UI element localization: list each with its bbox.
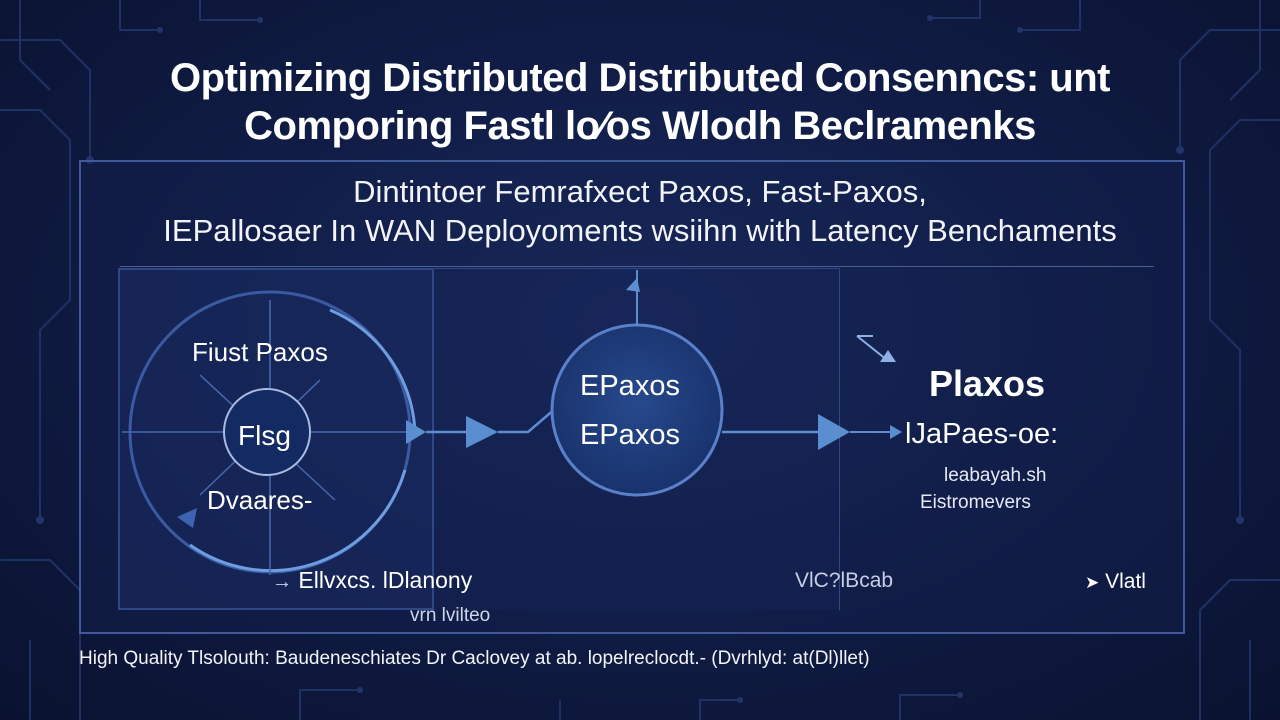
legend-pointer-icon: ➤: [1085, 573, 1100, 592]
center-node-label: Flsg: [238, 420, 291, 451]
title-line-1: Optimizing Distributed Distributed Conse…: [170, 56, 1110, 100]
paxos-note-line-1: leabayah.sh: [944, 465, 1047, 486]
epaxos-label-line-1: EPaxos: [580, 370, 680, 402]
connector-arrowhead-3: [818, 414, 850, 450]
paxos-subtitle-label: lJaPaes-oe:: [905, 418, 1059, 450]
left-bottom-label: Dvaares-: [207, 485, 313, 515]
header-divider: [120, 266, 1154, 267]
connector-arrowhead-4: [890, 425, 902, 439]
fast-paxos-label: Fiust Paxos: [192, 337, 328, 367]
legend-item-2-text: vrn lvilteo: [410, 605, 491, 626]
diagonal-arrow-line: [856, 335, 888, 361]
legend-item-1: → Ellvxcs. lDlanony: [272, 567, 472, 594]
legend-arrow-icon: →: [272, 571, 292, 593]
left-arc-arrowhead: [177, 508, 197, 528]
diagonal-arrowhead: [880, 350, 896, 362]
legend-item-4-text: Vlatl: [1105, 570, 1146, 593]
epaxos-up-arrowhead: [626, 278, 640, 292]
subtitle-line-1: Dintintoer Femrafxect Paxos, Fast-Paxos,: [353, 174, 927, 209]
subtitle-line-2: IEPallosaer In WAN Deployoments wsiihn w…: [163, 213, 1117, 248]
legend-item-1-text: Ellvxcs. lDlanony: [298, 567, 473, 593]
left-panel-arrowhead: [406, 420, 426, 444]
connector-arrowhead-1: [466, 416, 498, 448]
title-line-2: Comporing Fastl lo⁄os Wlodh Beclramenks: [244, 104, 1036, 148]
left-inner-circle: [223, 388, 311, 476]
footer-caption: High Quality Tlsolouth: Baudeneschiates …: [79, 648, 870, 669]
left-circle-accent-arc: [329, 308, 417, 433]
paxos-note-line-2: Eistromevers: [920, 492, 1031, 513]
paxos-title-label: Plaxos: [929, 363, 1046, 404]
connector-line-2: [498, 407, 557, 434]
left-circle-lower-arc: [189, 469, 407, 573]
epaxos-label-line-2: EPaxos: [580, 419, 680, 451]
epaxos-circle: [550, 323, 724, 497]
legend-item-3-text: VlC?lBcab: [795, 569, 894, 592]
legend-item-4: ➤ Vlatl: [1085, 570, 1146, 594]
